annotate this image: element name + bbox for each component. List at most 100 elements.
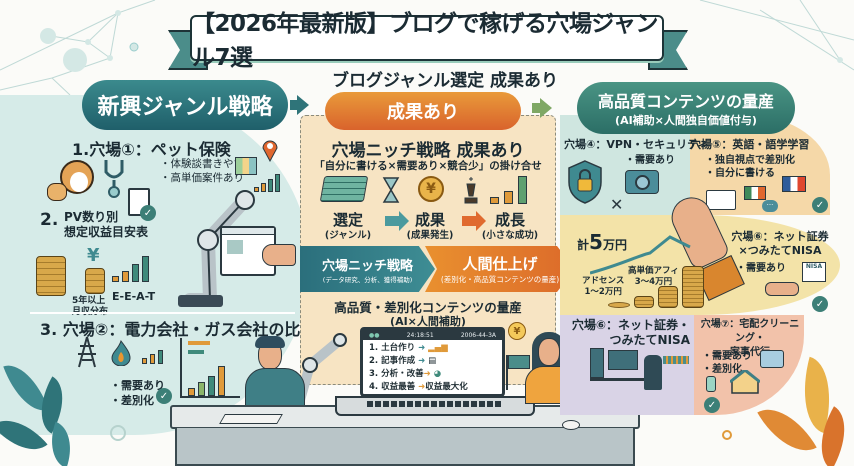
decor-ring: [722, 430, 732, 440]
arrow-stem-1: [290, 100, 298, 110]
center-heading-text: 成果あり: [387, 102, 459, 123]
page-title-text: 【2026年最新版】ブログで稼げる穴場ジャンル7選: [192, 11, 658, 71]
chevron-sub: (データ研究、分析、獲得補助): [322, 275, 413, 284]
power-tower-icon: [78, 336, 96, 368]
check-icon: ✓: [156, 388, 172, 404]
adsense-name: アドセンス: [582, 276, 625, 286]
chart-icon: ▂▄▆: [428, 343, 448, 353]
panel6b-title: 穴場⑥：ネット証券・ つみたてNISA: [566, 318, 690, 348]
affiliate-label: 高単価アフィ 3〜4万円: [628, 266, 679, 288]
desk-front: [175, 428, 635, 466]
laptop-statusbar: ●● 24:18:51 2006-44-3A: [363, 330, 502, 340]
niche-strategy-title: 穴場ニッチ戦略 成果あり: [331, 141, 525, 161]
bullet: ・体験談書きやすい: [160, 158, 255, 170]
chat-bubble-icon: ···: [762, 200, 778, 212]
mass-production-title: 高品質・差別化コンテンツの量産: [334, 300, 522, 315]
panel7-title: 穴場⑦：宅配クリーニング・ 家事代行: [698, 318, 802, 360]
hourglass-icon: [382, 177, 400, 203]
pc-tower-icon: [590, 348, 604, 378]
laptop-screen: ●● 24:18:51 2006-44-3A 1. 土台作り ➜ ▂▄▆ 2. …: [360, 327, 505, 397]
item1-bullets: ・体験談書きやすい ・高単価案件あり: [160, 157, 255, 185]
open-book-icon: [706, 190, 736, 210]
niche-formula: 「自分に書ける×需要あり×競合少」の掛け合せ: [314, 160, 542, 172]
coin-stack-icon: [36, 256, 66, 296]
lightbulb-yen-icon: ¥: [508, 322, 526, 340]
step-label: 1. 土台作り: [369, 343, 416, 353]
man-body: [245, 368, 305, 408]
shield-lock-icon: [568, 160, 602, 204]
document-icon: ▤: [428, 356, 437, 366]
panel4-title: 穴場④：VPN・セキュリティ: [564, 138, 709, 151]
bullet: ・差別化: [110, 394, 154, 407]
total-unit: 万円: [602, 238, 627, 252]
money-stack-icon: [319, 176, 369, 202]
bullet: ・需要あり: [110, 379, 165, 392]
laptop-keyboard: [335, 396, 535, 416]
woman-face-front: [538, 338, 560, 366]
arrow-stem-2: [532, 103, 540, 113]
item3-title: 3. 穴場②：電力会社・ガス会社の比較: [40, 320, 317, 339]
step-label: 成果: [414, 211, 445, 229]
decor-ring: [110, 425, 126, 441]
cat-icon: [47, 183, 67, 201]
house-icon: [730, 370, 760, 394]
arrow-icon: ➜: [418, 382, 426, 392]
bookshelf-icon: [663, 356, 689, 364]
step-sub: (小さな成功): [481, 230, 539, 241]
item2-income-label: 5年以上 月収分布: [72, 296, 108, 318]
panel6a-title-line1: 穴場⑥：ネット証券: [731, 230, 829, 243]
flag-pole: [506, 355, 508, 390]
step-label: 選定: [332, 211, 363, 229]
desk-icon: [590, 378, 660, 381]
page-title: 【2026年最新版】ブログで稼げる穴場ジャンル7選: [190, 11, 664, 71]
bullet: ・需要あり: [702, 351, 752, 362]
left-heading-text: 新興ジャンル戦略: [97, 95, 273, 120]
flag-icon: [508, 355, 530, 369]
panel6a-bullet: ・需要あり: [736, 263, 786, 274]
panel6b-title-line2: つみたてNISA: [609, 333, 690, 347]
step-sub: (成果発生): [406, 230, 454, 241]
item1-title: 1.穴場①：ペット保険: [72, 140, 231, 159]
arrow-icon: ➜: [418, 356, 426, 366]
gaming-chair-icon: [644, 355, 662, 390]
chevron-niche-strategy: 穴場ニッチ戦略 (データ研究、分析、獲得補助): [300, 246, 435, 292]
france-flag-icon: [782, 176, 806, 192]
check-icon: ✓: [812, 296, 828, 312]
chevron-title: 人間仕上げ: [462, 255, 538, 273]
arrow-icon: ➜: [418, 343, 426, 353]
item2-title-line2: 想定収益目安表: [64, 225, 149, 239]
check-icon: ✓: [704, 397, 720, 413]
income-total: 計5万円: [577, 230, 627, 254]
shirt-icon: [760, 350, 784, 368]
arrow-right-icon: [297, 95, 309, 115]
laptop-step: 2. 記事作成 ➜ ▤: [369, 355, 496, 368]
bullet: ・独自視点で差別化: [705, 155, 795, 166]
total-prefix: 計: [577, 238, 590, 252]
monitor-icon: [608, 350, 638, 370]
laptop-step: 4. 収益最善 ➜収益最大化: [369, 381, 496, 394]
growth-bar-icon: [490, 176, 536, 204]
right-heading-line1: 高品質コンテンツの量産: [597, 92, 774, 111]
coin-icon: [608, 302, 630, 308]
mass-production-sub: (AI×人間補助): [390, 315, 466, 328]
panel5-title: 穴場⑤：英語・語学学習: [690, 138, 810, 151]
check-icon: ✓: [140, 205, 156, 221]
nisa-certificate-icon: NISA: [802, 262, 826, 282]
step-label: 成長: [494, 211, 525, 229]
camera-icon: [625, 170, 659, 194]
arrow-stem: [385, 216, 399, 226]
bullet: ・自分に書ける: [705, 168, 775, 179]
laptop-step: 3. 分析・改善➜ ◕: [369, 368, 496, 381]
bullet: ・差別化: [702, 364, 742, 375]
chevron-sub: (差別化・高品質コンテンツの量産): [440, 275, 560, 284]
arrow-right-icon: [399, 211, 409, 231]
total-value: 5: [589, 230, 603, 254]
adsense-value: 1〜2万円: [584, 287, 622, 297]
laptop-date: 2006-44-3A: [460, 331, 496, 339]
right-section-heading: 高品質コンテンツの量産 (AI補助×人間独自価値付与): [577, 82, 795, 134]
laptop-steps: 1. 土台作り ➜ ▂▄▆ 2. 記事作成 ➜ ▤ 3. 分析・改善➜ ◕ 4.…: [363, 340, 502, 396]
notepad-icon: [219, 414, 283, 424]
window-dots-icon: ●●: [369, 331, 380, 339]
item2-title: PV数り別 想定収益目安表: [64, 210, 148, 240]
